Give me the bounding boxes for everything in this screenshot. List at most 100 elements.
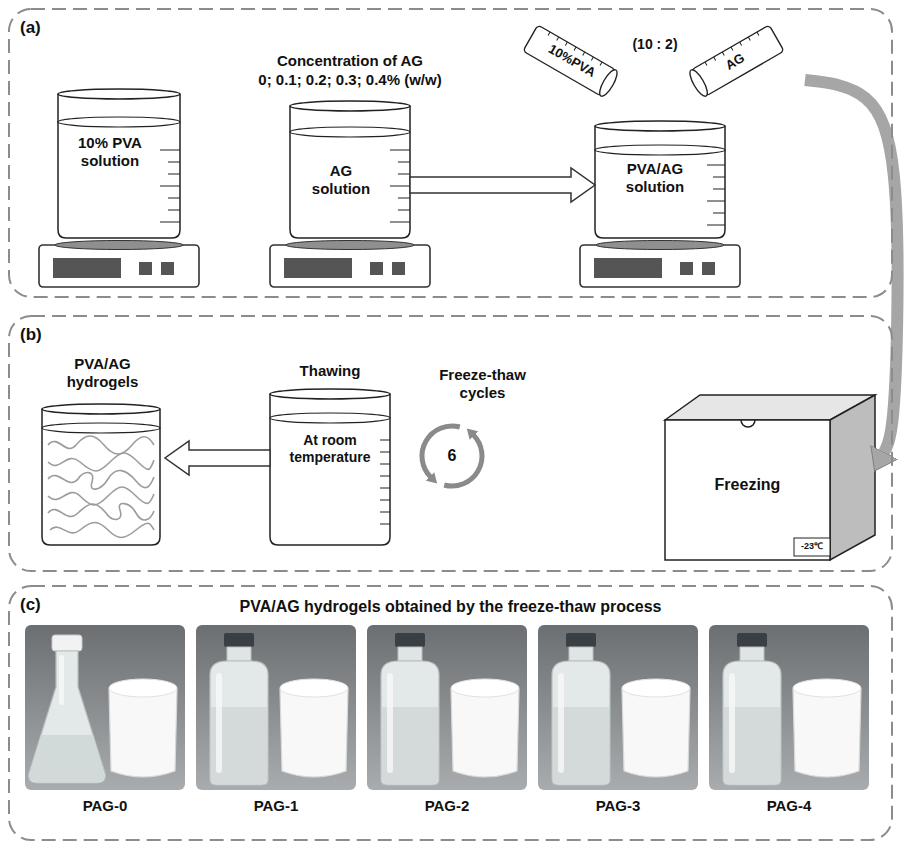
text-slot: 10%PVA — [533, 34, 610, 88]
freezer — [665, 395, 875, 560]
polymer-network — [48, 487, 154, 505]
sample-photo — [196, 625, 356, 790]
text-slot: PVA/AG hydrogels — [40, 355, 165, 391]
process-arrow — [165, 441, 270, 475]
text-slot: 0; 0.1; 0.2; 0.3; 0.4% (w/w) — [225, 71, 475, 89]
text-slot: -23℃ — [797, 541, 827, 552]
sample-label: PAG-4 — [709, 797, 869, 815]
sample-photo — [381, 633, 439, 785]
sample-photo — [196, 625, 356, 790]
sample-photo — [552, 633, 610, 785]
node-text: AG solution — [302, 162, 380, 198]
panel: (a) 10% PVA solution AG solution PVA/AG sol… — [8, 8, 893, 298]
beaker — [290, 127, 410, 137]
node-text: PVA/AG hydrogels — [40, 355, 165, 391]
text-slot: PAG-1 — [196, 797, 356, 815]
node-text: PVA/AG hydrogels obtained by the freeze-… — [68, 597, 833, 616]
beaker: PVA/AG solution — [595, 120, 725, 240]
text-slot: PAG-3 — [538, 797, 698, 815]
cycle-label: Freeze-thaw cycles — [425, 366, 540, 402]
ratio-label: (10 : 2) — [622, 36, 688, 53]
heading: Concentration of AG — [225, 52, 475, 70]
panel-outline — [8, 8, 893, 298]
beaker: Thawing At room temperature — [270, 360, 390, 547]
sample-photo — [367, 625, 527, 790]
beaker: 10% PVA solution — [58, 88, 180, 240]
sample-label: PAG-0 — [25, 797, 185, 815]
text-slot: (c) — [20, 595, 60, 615]
beaker — [707, 165, 725, 225]
beaker — [58, 89, 180, 99]
freezer — [830, 395, 875, 560]
beaker: PVA/AG hydrogels — [40, 355, 165, 547]
beaker — [270, 389, 390, 545]
polymer-network — [50, 523, 154, 538]
sample-photo — [793, 679, 861, 777]
beaker — [58, 89, 180, 238]
polymer-network — [48, 471, 154, 490]
sample-photo — [29, 635, 106, 783]
sample-photo — [709, 625, 869, 790]
cycle-count: 6 — [440, 446, 464, 465]
beaker: AG solution — [290, 100, 410, 240]
beaker — [270, 413, 390, 423]
node-text: At room temperature — [282, 432, 378, 466]
sample-photo — [709, 625, 869, 790]
sample-label: PAG-1 — [196, 797, 356, 815]
beaker — [595, 126, 725, 238]
beaker — [42, 409, 160, 545]
sample-photo — [622, 679, 690, 777]
beaker — [42, 404, 160, 545]
beaker — [58, 94, 180, 238]
panel-outline — [8, 315, 893, 572]
hot-plate — [580, 241, 740, 288]
beaker — [58, 117, 180, 127]
node-text: -23℃ — [797, 541, 827, 552]
beaker — [42, 404, 160, 414]
beaker — [390, 150, 410, 222]
freezer: Freezing -23℃ — [665, 395, 875, 560]
text-slot: Freezing — [665, 475, 830, 494]
sample-photo — [109, 679, 177, 777]
cycle-arrows — [422, 426, 482, 486]
beaker — [290, 101, 410, 111]
polymer-network — [48, 453, 154, 471]
beaker — [290, 106, 410, 238]
panel-letter: (c) — [20, 595, 60, 615]
node-text: Freezing — [665, 475, 830, 494]
panel-letter: (a) — [20, 18, 60, 38]
text-slot: PVA/AG solution — [605, 160, 705, 196]
node-text: 10% PVA solution — [62, 134, 158, 170]
beaker — [595, 121, 725, 131]
panel-outline — [9, 586, 892, 840]
sample-photo — [723, 633, 781, 785]
text-slot: PVA/AG hydrogels obtained by the freeze-… — [68, 597, 833, 616]
graduated-cylinder — [523, 25, 620, 98]
beaker — [380, 440, 390, 524]
text-slot: PAG-4 — [709, 797, 869, 815]
hot-plate — [39, 241, 199, 288]
process-arrow — [410, 168, 595, 202]
text-slot: AG — [714, 45, 756, 79]
freezer — [794, 538, 830, 556]
text-slot: Freeze-thaw cycles — [425, 366, 540, 402]
flow-arrow — [805, 80, 898, 452]
text-slot: At room temperature — [282, 432, 378, 466]
sample-label: PAG-3 — [538, 797, 698, 815]
sample-photo — [25, 625, 185, 790]
polymer-network — [48, 436, 154, 538]
text-slot: 10% PVA solution — [62, 134, 158, 170]
graduated-cylinder — [597, 68, 621, 99]
polymer-network — [48, 436, 154, 454]
node-text: Thawing — [270, 362, 390, 380]
sample-photo — [280, 679, 348, 777]
sample-photo — [367, 625, 527, 790]
panel: (b)PVA/AG hydrogelsThawingAt room temper… — [8, 315, 893, 572]
beaker — [290, 101, 410, 238]
sample-photo — [210, 633, 268, 785]
beaker — [42, 423, 160, 433]
hot-plate — [39, 241, 199, 288]
